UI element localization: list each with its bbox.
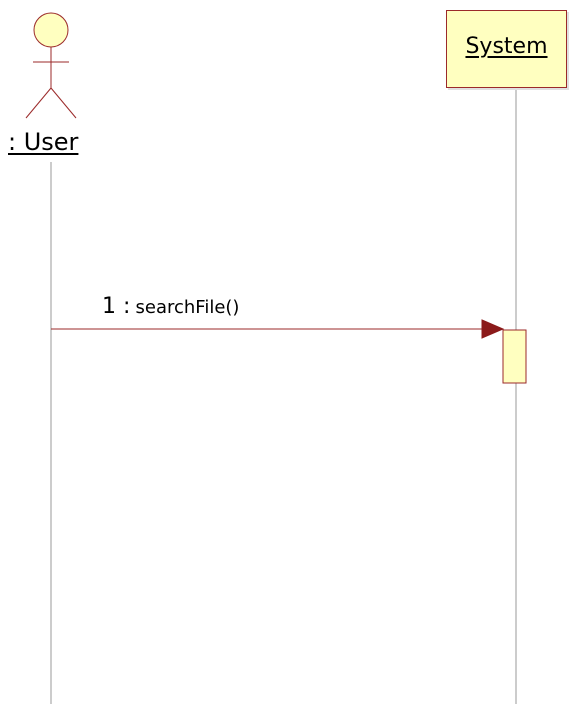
message-arrow xyxy=(51,319,505,339)
message-sequence-number: 1 : xyxy=(102,294,131,319)
message-name: searchFile() xyxy=(135,297,240,318)
system-activation-bar xyxy=(502,329,527,384)
actor-label: : User xyxy=(8,128,79,156)
system-object-box: System xyxy=(446,10,567,88)
message-label: 1 : searchFile() xyxy=(102,293,239,322)
actor-user-icon xyxy=(25,12,77,119)
system-object-label: System xyxy=(465,34,548,59)
